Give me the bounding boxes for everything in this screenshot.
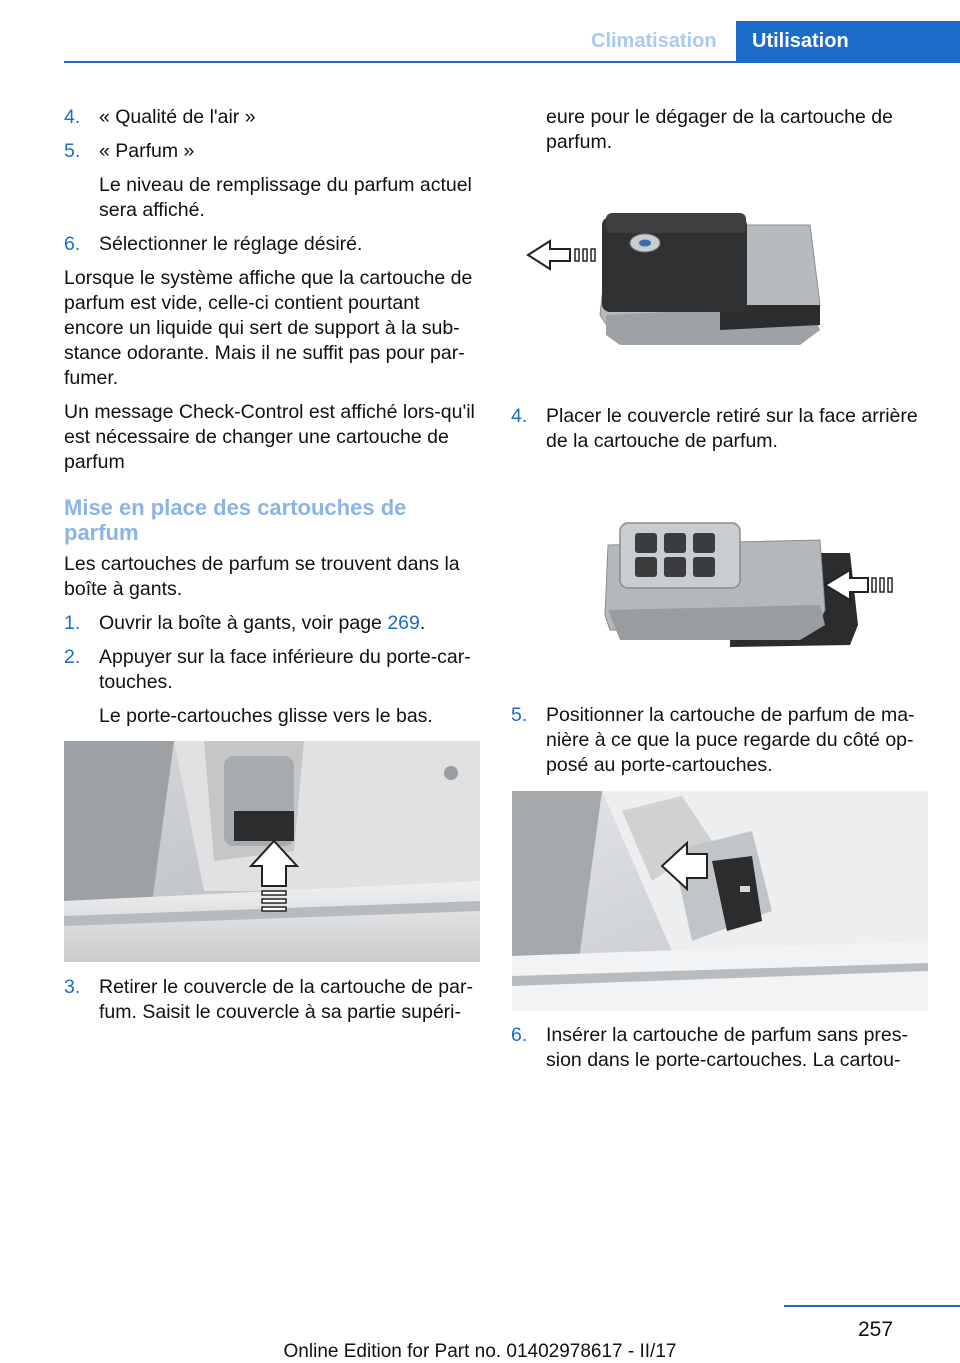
item-number: 4. bbox=[64, 106, 81, 128]
item-number: 5. bbox=[64, 140, 81, 162]
item-number: 6. bbox=[64, 233, 81, 255]
item-number: 2. bbox=[64, 646, 81, 668]
edition-footer: Online Edition for Part no. 01402978617 … bbox=[283, 1341, 677, 1362]
list-item: 2. Appuyer sur la face inférieure du port… bbox=[64, 645, 484, 695]
list-item: 6. Sélectionner le réglage désiré. bbox=[64, 232, 484, 257]
page-number: 257 bbox=[858, 1318, 894, 1341]
figure-glovebox-press bbox=[64, 741, 480, 962]
item-continuation: eure pour le dégager de la cartouche de … bbox=[546, 106, 893, 153]
item-text: Sélectionner le réglage désiré. bbox=[99, 233, 363, 255]
header-section-title: Climatisation bbox=[591, 30, 717, 52]
list-item: 3. Retirer le couvercle de la cartouche d… bbox=[64, 975, 484, 1025]
figure-remove-lid bbox=[520, 205, 850, 350]
list-item: 5. « Parfum » bbox=[64, 139, 484, 164]
figure-lid-back bbox=[600, 515, 910, 655]
item-text: « Parfum » bbox=[99, 140, 195, 162]
section-heading: Mise en place des cartouches de parfum bbox=[64, 495, 407, 545]
header-chapter-tab: Utilisation bbox=[736, 21, 960, 63]
right-column-step5: 5. Positionner la cartouche de parfum de … bbox=[511, 703, 931, 787]
footer-rule bbox=[784, 1305, 960, 1307]
item-text: Appuyer sur la face inférieure du porte-… bbox=[99, 646, 471, 693]
paragraph: Les cartouches de parfum se trouvent dan… bbox=[64, 553, 460, 600]
item-text: Retirer le couvercle de la cartouche de … bbox=[99, 976, 473, 1023]
item-number: 6. bbox=[511, 1024, 528, 1046]
item-number: 4. bbox=[511, 405, 528, 427]
item-number: 3. bbox=[64, 976, 81, 998]
page-link[interactable]: 269 bbox=[387, 612, 420, 634]
header-chapter-title: Utilisation bbox=[752, 30, 849, 52]
right-column-top: eure pour le dégager de la cartouche de … bbox=[511, 105, 931, 164]
item-detail: Le niveau de remplissage du parfum actue… bbox=[99, 174, 472, 221]
item-number: 5. bbox=[511, 704, 528, 726]
item-suffix: . bbox=[419, 612, 426, 634]
list-item: 4. « Qualité de l'air » bbox=[64, 105, 484, 130]
left-column-bottom: 3. Retirer le couvercle de la cartouche d… bbox=[64, 975, 484, 1034]
item-text: Insérer la cartouche de parfum sans pres… bbox=[546, 1024, 909, 1071]
right-column-step4: 4. Placer le couvercle retiré sur la face… bbox=[511, 404, 931, 463]
figure-position-cartridge bbox=[512, 791, 928, 1011]
list-item: 4. Placer le couvercle retiré sur la face… bbox=[511, 404, 931, 454]
left-column-top: 4. « Qualité de l'air » 5. « Parfum » Le n… bbox=[64, 105, 484, 738]
list-item: 5. Positionner la cartouche de parfum de … bbox=[511, 703, 931, 778]
right-column-step6: 6. Insérer la cartouche de parfum sans pr… bbox=[511, 1023, 931, 1082]
header-rule bbox=[64, 61, 960, 63]
item-detail: Le porte-cartouches glisse vers le bas. bbox=[99, 705, 433, 727]
item-text: Ouvrir la boîte à gants, voir page bbox=[99, 612, 388, 634]
list-item: 6. Insérer la cartouche de parfum sans pr… bbox=[511, 1023, 931, 1073]
item-number: 1. bbox=[64, 612, 81, 634]
item-text: « Qualité de l'air » bbox=[99, 106, 256, 128]
paragraph: Un message Check-Control est affiché lor… bbox=[64, 401, 475, 473]
paragraph: Lorsque le système affiche que la cartou… bbox=[64, 267, 473, 389]
list-item: 1. Ouvrir la boîte à gants, voir page 269… bbox=[64, 611, 484, 636]
item-text: Placer le couvercle retiré sur la face a… bbox=[546, 405, 918, 452]
item-text: Positionner la cartouche de parfum de ma… bbox=[546, 704, 915, 776]
